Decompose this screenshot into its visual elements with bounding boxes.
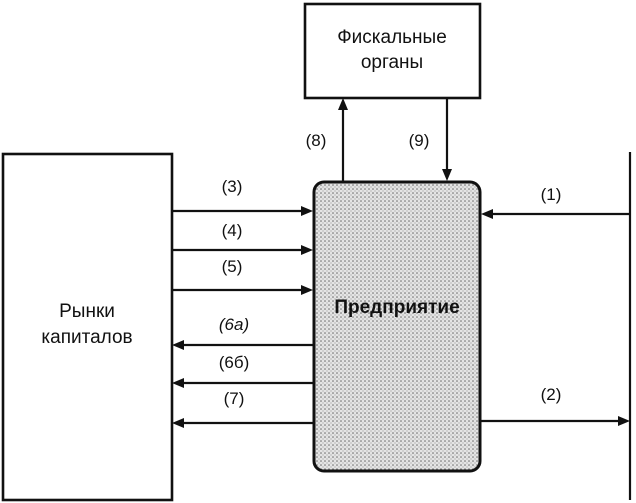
fiscal-authorities-line1: Фискальные bbox=[337, 27, 447, 48]
fiscal-authorities-box: Фискальные органы bbox=[303, 2, 482, 100]
flow-2-arrow bbox=[480, 416, 630, 426]
flow-8-label: (8) bbox=[306, 131, 327, 150]
capital-markets-line1: Рынки bbox=[59, 301, 115, 322]
flow-7-label: (7) bbox=[224, 389, 245, 408]
flow-4-arrow bbox=[172, 245, 313, 255]
flow-6a-arrow bbox=[172, 340, 314, 350]
flow-1-label: (1) bbox=[541, 185, 562, 204]
capital-markets-box: Рынки капиталов bbox=[1, 152, 174, 502]
flow-4-label: (4) bbox=[222, 221, 243, 240]
capital-markets-line2: капиталов bbox=[41, 327, 132, 348]
flow-7-arrow bbox=[172, 418, 314, 428]
flow-5-label: (5) bbox=[222, 257, 243, 276]
flow-6b-label: (6б) bbox=[219, 353, 250, 372]
flow-8-arrow bbox=[338, 98, 348, 182]
enterprise-label: Предприятие bbox=[334, 297, 459, 318]
flow-3-arrow bbox=[172, 206, 313, 216]
enterprise-box: Предприятие bbox=[312, 180, 482, 473]
flow-1-arrow bbox=[481, 209, 630, 219]
flow-3-label: (3) bbox=[222, 177, 243, 196]
flow-5-arrow bbox=[172, 285, 313, 295]
fiscal-authorities-line2: органы bbox=[361, 52, 423, 73]
flow-6a-label: (6a) bbox=[219, 315, 249, 334]
flow-6b-arrow bbox=[172, 378, 314, 388]
flow-9-arrow bbox=[442, 98, 452, 181]
flow-9-label: (9) bbox=[409, 131, 430, 150]
flow-2-label: (2) bbox=[541, 385, 562, 404]
